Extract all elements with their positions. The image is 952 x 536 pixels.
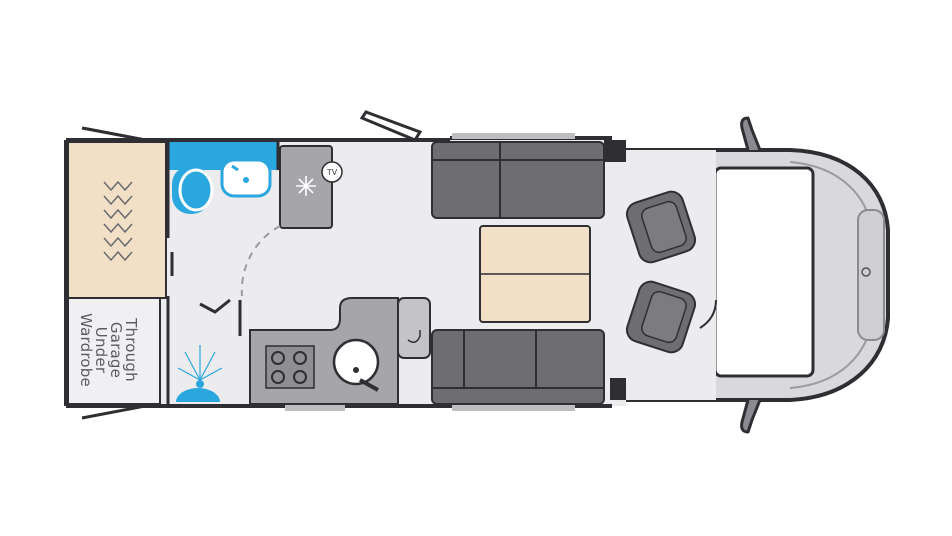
shower-icon xyxy=(176,345,223,402)
rear-bed xyxy=(67,141,167,299)
dining-table xyxy=(479,225,591,323)
toilet-icon xyxy=(172,166,214,214)
driver-seat xyxy=(625,280,697,354)
garage-label: Through Garage Under Wardrobe xyxy=(76,313,140,387)
door-open xyxy=(81,110,423,420)
bathroom-door-swing xyxy=(240,225,281,297)
bed-icon xyxy=(103,180,133,262)
windows xyxy=(285,133,575,411)
tv-icon xyxy=(321,161,343,183)
cab-seats xyxy=(625,190,717,354)
steering-wheel xyxy=(699,299,717,329)
pillar-top xyxy=(604,140,626,162)
sink-icon xyxy=(332,338,380,392)
snowflake-icon xyxy=(296,176,316,196)
passenger-seat xyxy=(625,190,697,264)
garage-label-box: Through Garage Under Wardrobe xyxy=(60,300,156,400)
tv-label: TV xyxy=(326,168,338,177)
basin-icon xyxy=(220,158,272,198)
gas-hob-icon xyxy=(265,345,315,389)
lounge-seats xyxy=(431,141,605,405)
fridge-unit: TV xyxy=(279,145,343,229)
bathroom-walls xyxy=(166,142,280,404)
pillar-bottom xyxy=(610,378,626,400)
garage-area xyxy=(67,297,161,405)
